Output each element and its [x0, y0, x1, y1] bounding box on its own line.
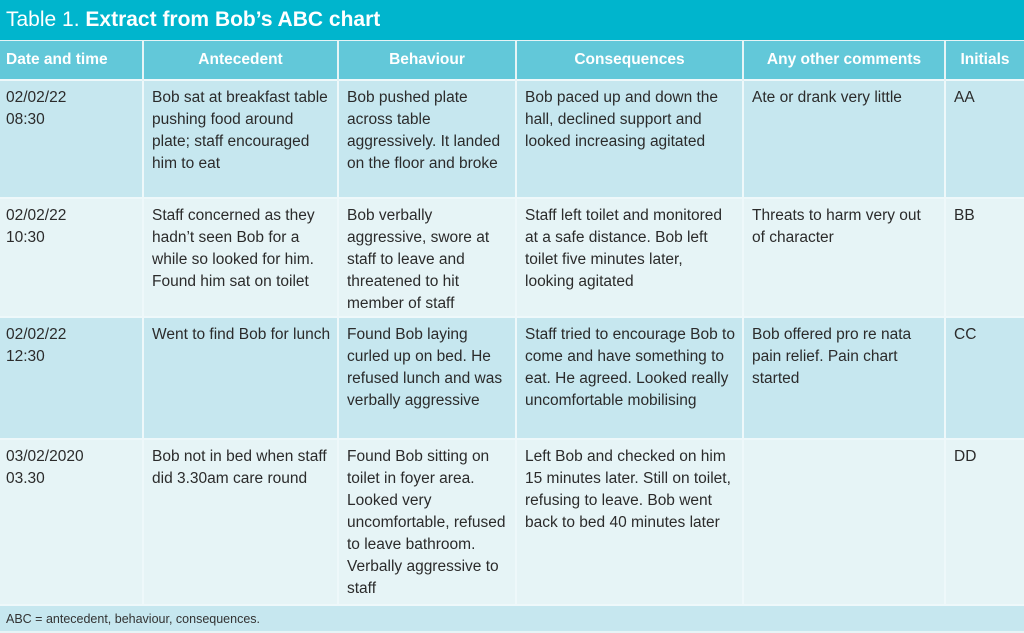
cell-consequences: Bob paced up and down the hall, declined… — [515, 78, 743, 198]
cell-antecedent: Bob sat at breakfast table pushing food … — [142, 78, 338, 198]
cell-initials: DD — [944, 437, 1024, 605]
cell-comments: Threats to harm very out of character — [742, 196, 945, 317]
cell-initials: CC — [944, 315, 1024, 439]
date: 02/02/22 — [6, 88, 67, 106]
time: 03.30 — [6, 469, 45, 487]
cell-consequences: Staff tried to encourage Bob to come and… — [515, 315, 743, 439]
cell-behaviour: Found Bob sitting on toilet in foyer are… — [337, 437, 516, 605]
table-title: Table 1. Extract from Bob’s ABC chart — [0, 0, 1024, 40]
cell-initials: AA — [944, 78, 1024, 198]
header-antecedent: Antecedent — [142, 40, 338, 80]
cell-date-time: 02/02/22 08:30 — [0, 78, 143, 198]
time: 12:30 — [6, 347, 45, 365]
header-initials: Initials — [944, 40, 1024, 80]
abc-chart-table: Date and time Antecedent Behaviour Conse… — [0, 40, 1024, 605]
table-number: Table 1. — [6, 8, 80, 31]
table-row: 02/02/22 08:30 Bob sat at breakfast tabl… — [0, 78, 1024, 198]
cell-date-time: 02/02/22 10:30 — [0, 196, 143, 317]
cell-behaviour: Found Bob laying curled up on bed. He re… — [337, 315, 516, 439]
cell-behaviour: Bob pushed plate across table aggressive… — [337, 78, 516, 198]
cell-antecedent: Went to find Bob for lunch — [142, 315, 338, 439]
header-behaviour: Behaviour — [337, 40, 516, 80]
time: 08:30 — [6, 110, 45, 128]
cell-antecedent: Staff concerned as they hadn’t seen Bob … — [142, 196, 338, 317]
date: 02/02/22 — [6, 325, 67, 343]
header-consequences: Consequences — [515, 40, 743, 80]
cell-date-time: 02/02/22 12:30 — [0, 315, 143, 439]
table-footnote: ABC = antecedent, behaviour, consequence… — [0, 604, 1024, 631]
date: 02/02/22 — [6, 206, 67, 224]
table-row: 03/02/2020 03.30 Bob not in bed when sta… — [0, 437, 1024, 605]
cell-behaviour: Bob verbally aggressive, swore at staff … — [337, 196, 516, 317]
cell-initials: BB — [944, 196, 1024, 317]
cell-consequences: Left Bob and checked on him 15 minutes l… — [515, 437, 743, 605]
header-row: Date and time Antecedent Behaviour Conse… — [0, 40, 1024, 80]
date: 03/02/2020 — [6, 447, 84, 465]
table-caption: Extract from Bob’s ABC chart — [85, 8, 381, 31]
time: 10:30 — [6, 228, 45, 246]
cell-comments — [742, 437, 945, 605]
header-date-time: Date and time — [0, 40, 143, 80]
cell-date-time: 03/02/2020 03.30 — [0, 437, 143, 605]
table-row: 02/02/22 12:30 Went to find Bob for lunc… — [0, 315, 1024, 439]
cell-comments: Ate or drank very little — [742, 78, 945, 198]
cell-antecedent: Bob not in bed when staff did 3.30am car… — [142, 437, 338, 605]
header-comments: Any other comments — [742, 40, 945, 80]
cell-consequences: Staff left toilet and monitored at a saf… — [515, 196, 743, 317]
table-row: 02/02/22 10:30 Staff concerned as they h… — [0, 196, 1024, 317]
cell-comments: Bob offered pro re nata pain relief. Pai… — [742, 315, 945, 439]
